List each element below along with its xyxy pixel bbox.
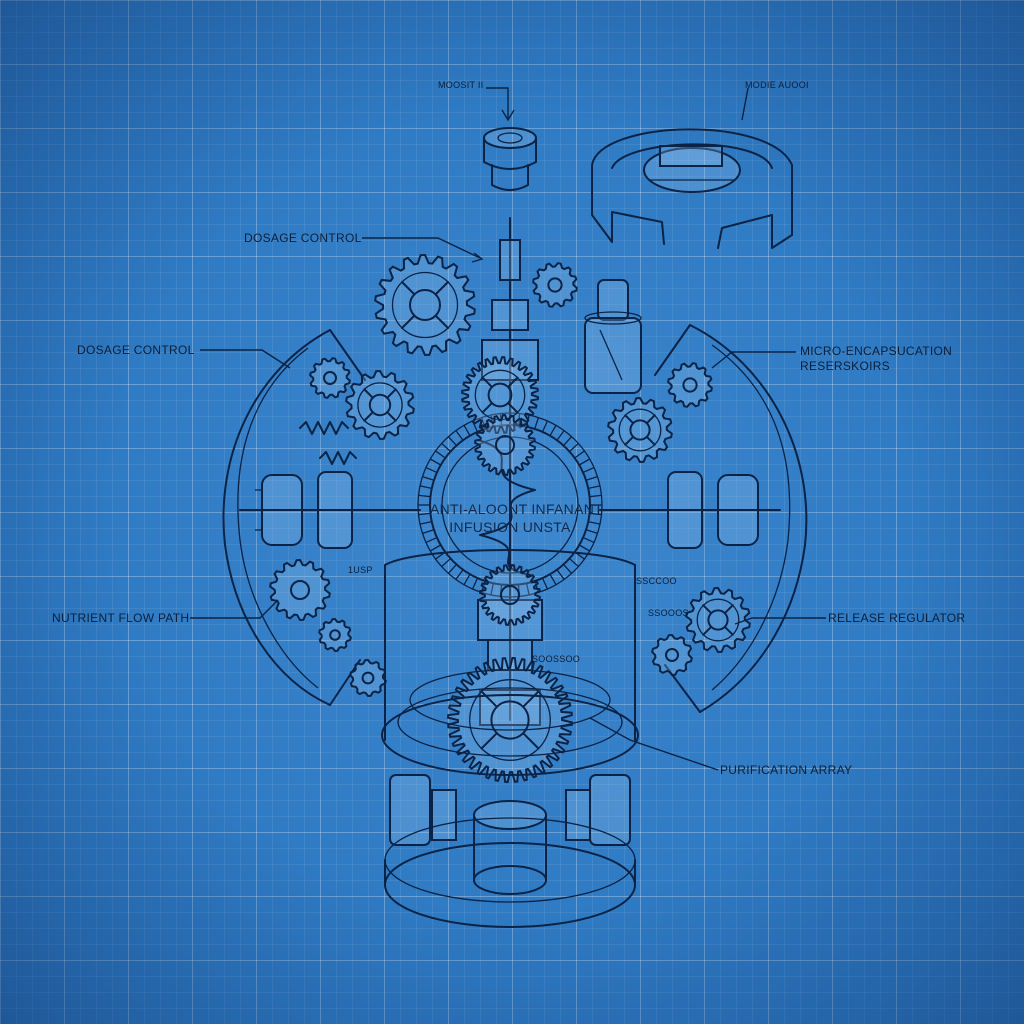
small-gear-upper-icon bbox=[532, 262, 578, 308]
core-title-label: ANTI-ALOONT INFANANT INFUSION UNSTA bbox=[430, 500, 603, 536]
gear-left-lower-icon bbox=[269, 558, 331, 622]
small-code-right-1: SSCCOO bbox=[636, 576, 677, 586]
gear-left-1-icon bbox=[309, 357, 351, 399]
gear-left-2-icon bbox=[345, 369, 415, 441]
large-gear-upper-left-icon bbox=[374, 253, 476, 357]
top-ring-housing bbox=[591, 87, 793, 249]
micro-encapsulation-line-2: RESERSKOIRS bbox=[800, 359, 890, 373]
left-shell bbox=[222, 329, 366, 706]
top-left-callout-label: MOOSIT II bbox=[438, 80, 484, 90]
top-right-callout-label: MODIE AUOOI bbox=[745, 80, 809, 90]
small-code-left: 1USP bbox=[348, 565, 373, 575]
springs bbox=[299, 421, 357, 465]
shaft-gear-mid-icon bbox=[474, 413, 536, 477]
central-shaft bbox=[477, 217, 543, 726]
leader-lines bbox=[190, 237, 826, 771]
small-code-center: SOOSSOO bbox=[532, 654, 581, 664]
gear-right-small-icon bbox=[651, 633, 693, 677]
core-title-line-2: INFUSION UNSTA bbox=[449, 519, 571, 535]
base-gear-icon bbox=[446, 656, 574, 784]
top-knob bbox=[483, 87, 537, 191]
right-roller bbox=[599, 471, 781, 549]
dosage-control-left-label: DOSAGE CONTROL bbox=[77, 343, 195, 357]
purification-array-label: PURIFICATION ARRAY bbox=[720, 763, 853, 777]
gear-right-lower-icon bbox=[685, 586, 751, 654]
gear-left-small-1-icon bbox=[318, 617, 352, 653]
dosage-control-upper-label: DOSAGE CONTROL bbox=[244, 231, 362, 245]
nutrient-flow-path-label: NUTRIENT FLOW PATH bbox=[52, 611, 190, 625]
shaft-gear-lower-icon bbox=[479, 564, 541, 626]
left-roller bbox=[239, 471, 421, 549]
right-shell bbox=[654, 324, 808, 713]
base-platform bbox=[384, 774, 636, 928]
shaft-gear-upper-icon bbox=[461, 356, 539, 434]
reservoir-canister bbox=[584, 279, 642, 394]
micro-encapsulation-line-1: MICRO-ENCAPSUCATION bbox=[800, 344, 953, 358]
small-code-right-2: SSOOOS bbox=[648, 608, 689, 618]
core-title-line-1: ANTI-ALOONT INFANANT bbox=[430, 501, 603, 517]
gear-right-1-icon bbox=[607, 396, 673, 464]
release-regulator-label: RELEASE REGULATOR bbox=[828, 611, 966, 625]
lower-housing bbox=[381, 549, 639, 776]
gear-left-small-2-icon bbox=[349, 658, 387, 698]
gear-right-2-icon bbox=[667, 362, 713, 408]
